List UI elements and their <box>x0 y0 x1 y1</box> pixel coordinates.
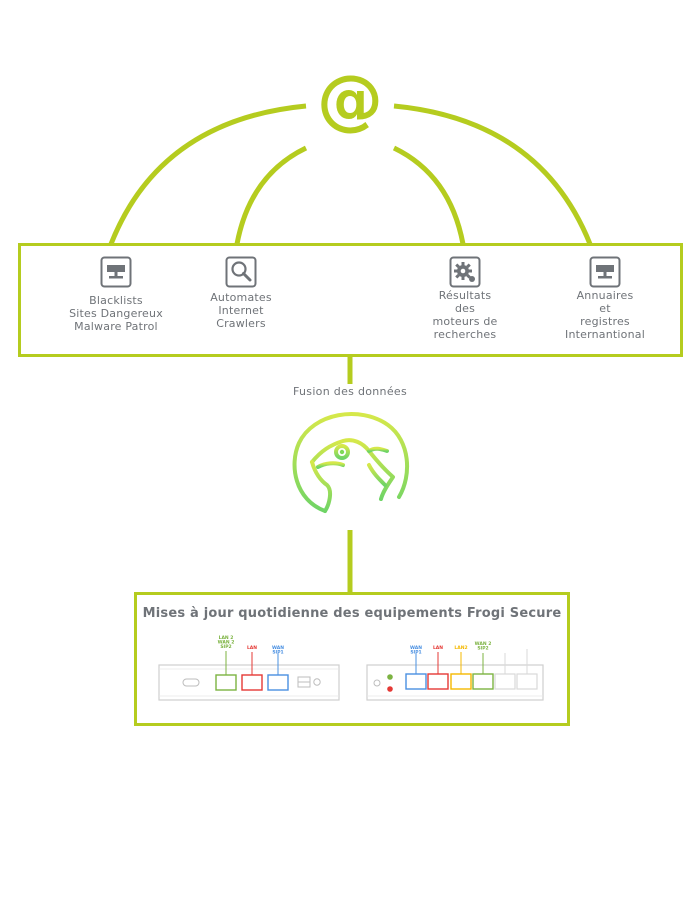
source-label: Annuaires et registres Internantional <box>565 289 645 341</box>
source-label: Résultats des moteurs de recherches <box>432 289 498 341</box>
monitor-icon <box>100 256 132 288</box>
updates-title: Mises à jour quotidienne des equipements… <box>142 606 562 621</box>
source-directories: Annuaires et registres Internantional <box>545 256 665 341</box>
fusion-label: Fusion des données <box>293 385 407 398</box>
status-led-green <box>387 674 393 680</box>
power-button-icon <box>313 678 321 686</box>
arc-outer-right <box>393 103 593 245</box>
port-label: WANSIP1 <box>272 645 284 656</box>
port-lan2: LAN2 <box>450 645 472 690</box>
port-label: WANSIP1 <box>410 645 422 656</box>
arc-inner-right <box>392 145 466 245</box>
monitor-icon <box>589 256 621 288</box>
power-button-icon <box>373 679 381 687</box>
usb-port <box>182 678 200 687</box>
magnifier-icon <box>225 256 257 288</box>
source-label: Automates Internet Crawlers <box>210 291 272 330</box>
source-crawlers: Automates Internet Crawlers <box>181 256 301 330</box>
at-icon: @ <box>317 61 383 138</box>
source-search-results: Résultats des moteurs de recherches <box>405 256 525 341</box>
gear-icon <box>449 256 481 288</box>
updates-box: Mises à jour quotidienne des equipements… <box>134 592 570 726</box>
arc-inner-left <box>234 145 308 245</box>
sources-box: Blacklists Sites Dangereux Malware Patro… <box>18 243 683 357</box>
port-wan: WANSIP1 <box>405 645 427 690</box>
port-label: LAN2 <box>454 645 467 651</box>
status-led-red <box>387 686 393 692</box>
port-lan: LAN <box>241 645 263 691</box>
frogi-logo-icon <box>292 412 410 513</box>
source-blacklists: Blacklists Sites Dangereux Malware Patro… <box>56 256 176 333</box>
port-wan: WANSIP1 <box>267 645 289 691</box>
port-label: LAN <box>247 645 257 651</box>
port-lan: LAN <box>427 645 449 690</box>
port-label: LAN <box>433 645 443 651</box>
arc-outer-left <box>108 103 307 245</box>
source-label: Blacklists Sites Dangereux Malware Patro… <box>69 294 163 333</box>
